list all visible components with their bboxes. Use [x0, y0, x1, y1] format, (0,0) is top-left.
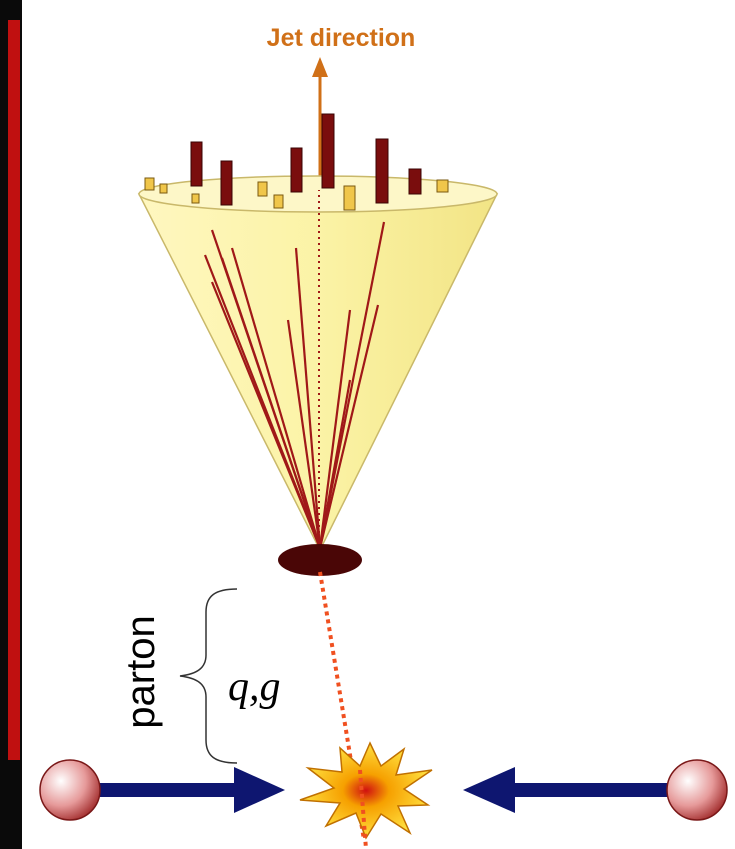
collision-burst: [299, 741, 433, 840]
parton-brace: [179, 588, 238, 764]
calorimeter-cells: [144, 177, 449, 211]
parton-label: parton: [119, 615, 163, 728]
bottom-left-mask: [0, 770, 22, 849]
hadronization-vertex: [278, 544, 362, 576]
right-proton: [666, 759, 728, 821]
quark-gluon-label: q,g: [228, 664, 281, 710]
left-red-bar: [8, 20, 20, 760]
left-proton: [39, 759, 101, 821]
particle-tracks: [203, 221, 386, 549]
left-beam: [39, 759, 285, 821]
jet-axis-arrow: [312, 57, 328, 188]
right-beam: [463, 759, 728, 821]
parton-line-through-burst: [358, 769, 368, 849]
calorimeter-towers: [190, 113, 422, 206]
jet-direction-label: Jet direction: [267, 24, 416, 52]
